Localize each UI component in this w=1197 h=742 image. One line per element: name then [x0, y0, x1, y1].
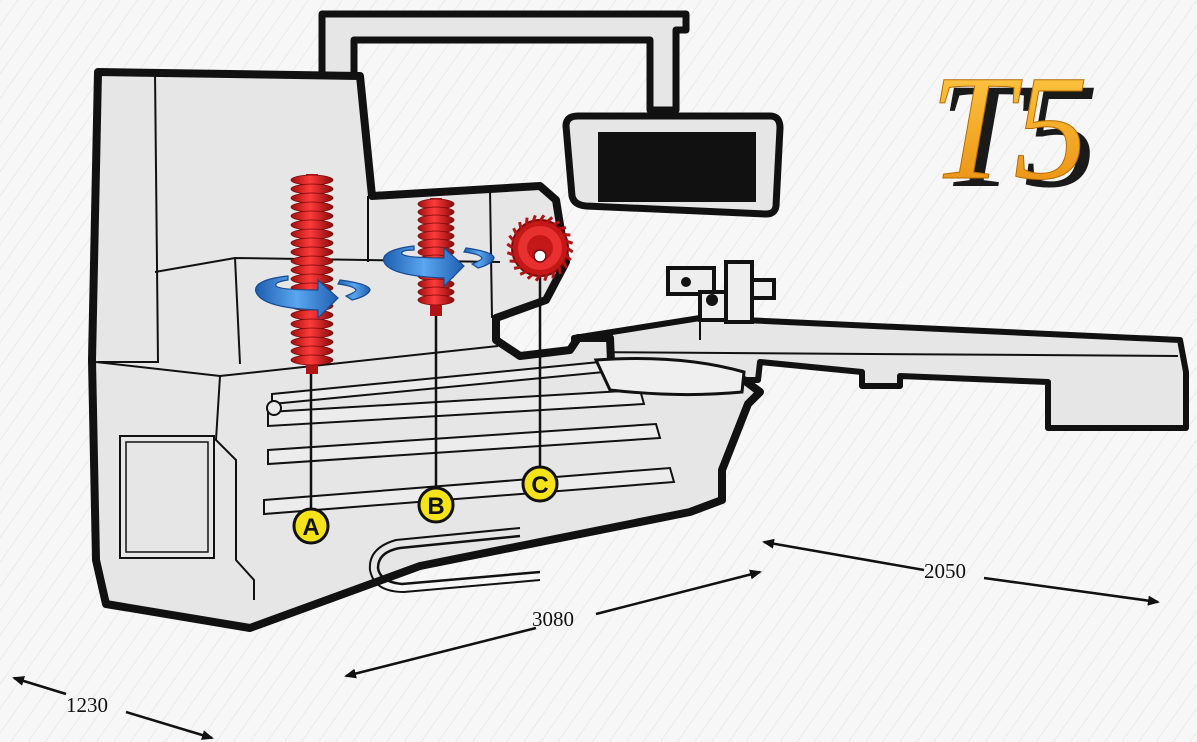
work-table — [593, 357, 746, 397]
hood-window — [598, 132, 756, 202]
spindle-disc — [417, 294, 455, 306]
spindle-disc — [290, 246, 334, 258]
spindle-disc — [290, 318, 334, 330]
saw-tooth — [546, 216, 554, 224]
spindle-disc — [290, 309, 334, 321]
spindle-disc — [290, 192, 334, 204]
rail-3 — [267, 422, 662, 466]
spindle-disc — [290, 237, 334, 249]
callout-c-label: C — [531, 472, 548, 499]
brand-logo: T5 T5 — [930, 45, 1099, 220]
spindle-disc — [290, 174, 334, 186]
spindle-disc — [290, 183, 334, 195]
rotation-arrow-icon — [255, 275, 371, 320]
logo-text: T5 — [930, 45, 1088, 211]
saw-tooth — [563, 233, 571, 237]
dimension-width: 1230 — [12, 676, 214, 740]
saw-tooth — [512, 227, 518, 236]
saw-tooth — [562, 260, 568, 269]
saw-tooth — [508, 234, 516, 242]
spindle-disc — [290, 201, 334, 213]
callout-b: B — [417, 486, 455, 524]
spindle-disc — [290, 336, 334, 348]
spindle-disc — [290, 273, 334, 285]
rotation-arrow-icon — [382, 245, 495, 288]
leader-lines — [309, 256, 542, 510]
spindle-disc — [290, 354, 334, 366]
saw-tooth — [551, 271, 555, 279]
spindle-disc — [290, 264, 334, 276]
saw-tooth — [534, 274, 542, 282]
callout-a-badge — [292, 507, 330, 545]
callout-b-label: B — [427, 493, 444, 520]
spindle-disc — [290, 219, 334, 231]
saw-tooth — [538, 214, 546, 222]
spindle-disc — [290, 327, 334, 339]
saw-tooth — [506, 242, 514, 250]
spindle-disc — [290, 345, 334, 357]
saw-tooth — [543, 273, 549, 282]
outfeed-table — [571, 260, 1189, 431]
saw-tooth — [557, 266, 562, 275]
saw-tooth — [518, 221, 523, 230]
spindle-disc — [290, 255, 334, 267]
saw-tooth — [566, 246, 574, 254]
dimension-length-base: 3080 — [344, 569, 762, 679]
spindle-disc — [290, 228, 334, 240]
saw-tooth — [565, 239, 574, 245]
side-clamp — [666, 260, 776, 324]
saw-tooth — [525, 217, 529, 225]
saw-tooth — [509, 259, 517, 263]
saw-tooth — [531, 214, 537, 223]
saw-tooth — [526, 272, 534, 280]
side-access-panel — [119, 435, 215, 559]
saw-tooth — [552, 220, 561, 226]
callout-c: C — [521, 465, 559, 503]
cutter-spindle-icon — [417, 198, 455, 316]
dimension-length-base-label: 3080 — [532, 607, 574, 631]
saw-tooth — [513, 265, 522, 270]
spindle-disc — [290, 210, 334, 222]
callout-c-badge — [521, 465, 559, 503]
dimension-width-label: 1230 — [66, 693, 108, 717]
overhead-hood — [562, 112, 784, 218]
dimension-length-table-label: 2050 — [924, 559, 966, 583]
callout-a-label: A — [302, 514, 319, 541]
saw-tooth — [558, 226, 567, 231]
saw-tooth — [519, 270, 528, 276]
saw-blade-icon — [506, 214, 574, 282]
saw-tooth — [564, 254, 572, 262]
logo-shadow: T5 — [940, 53, 1098, 219]
saw-tooth — [506, 251, 515, 257]
dimension-length-table: 2050 — [762, 538, 1160, 606]
callout-a: A — [292, 507, 330, 545]
rail-2 — [267, 388, 646, 428]
callout-b-badge — [417, 486, 455, 524]
cable-chain — [376, 534, 541, 586]
